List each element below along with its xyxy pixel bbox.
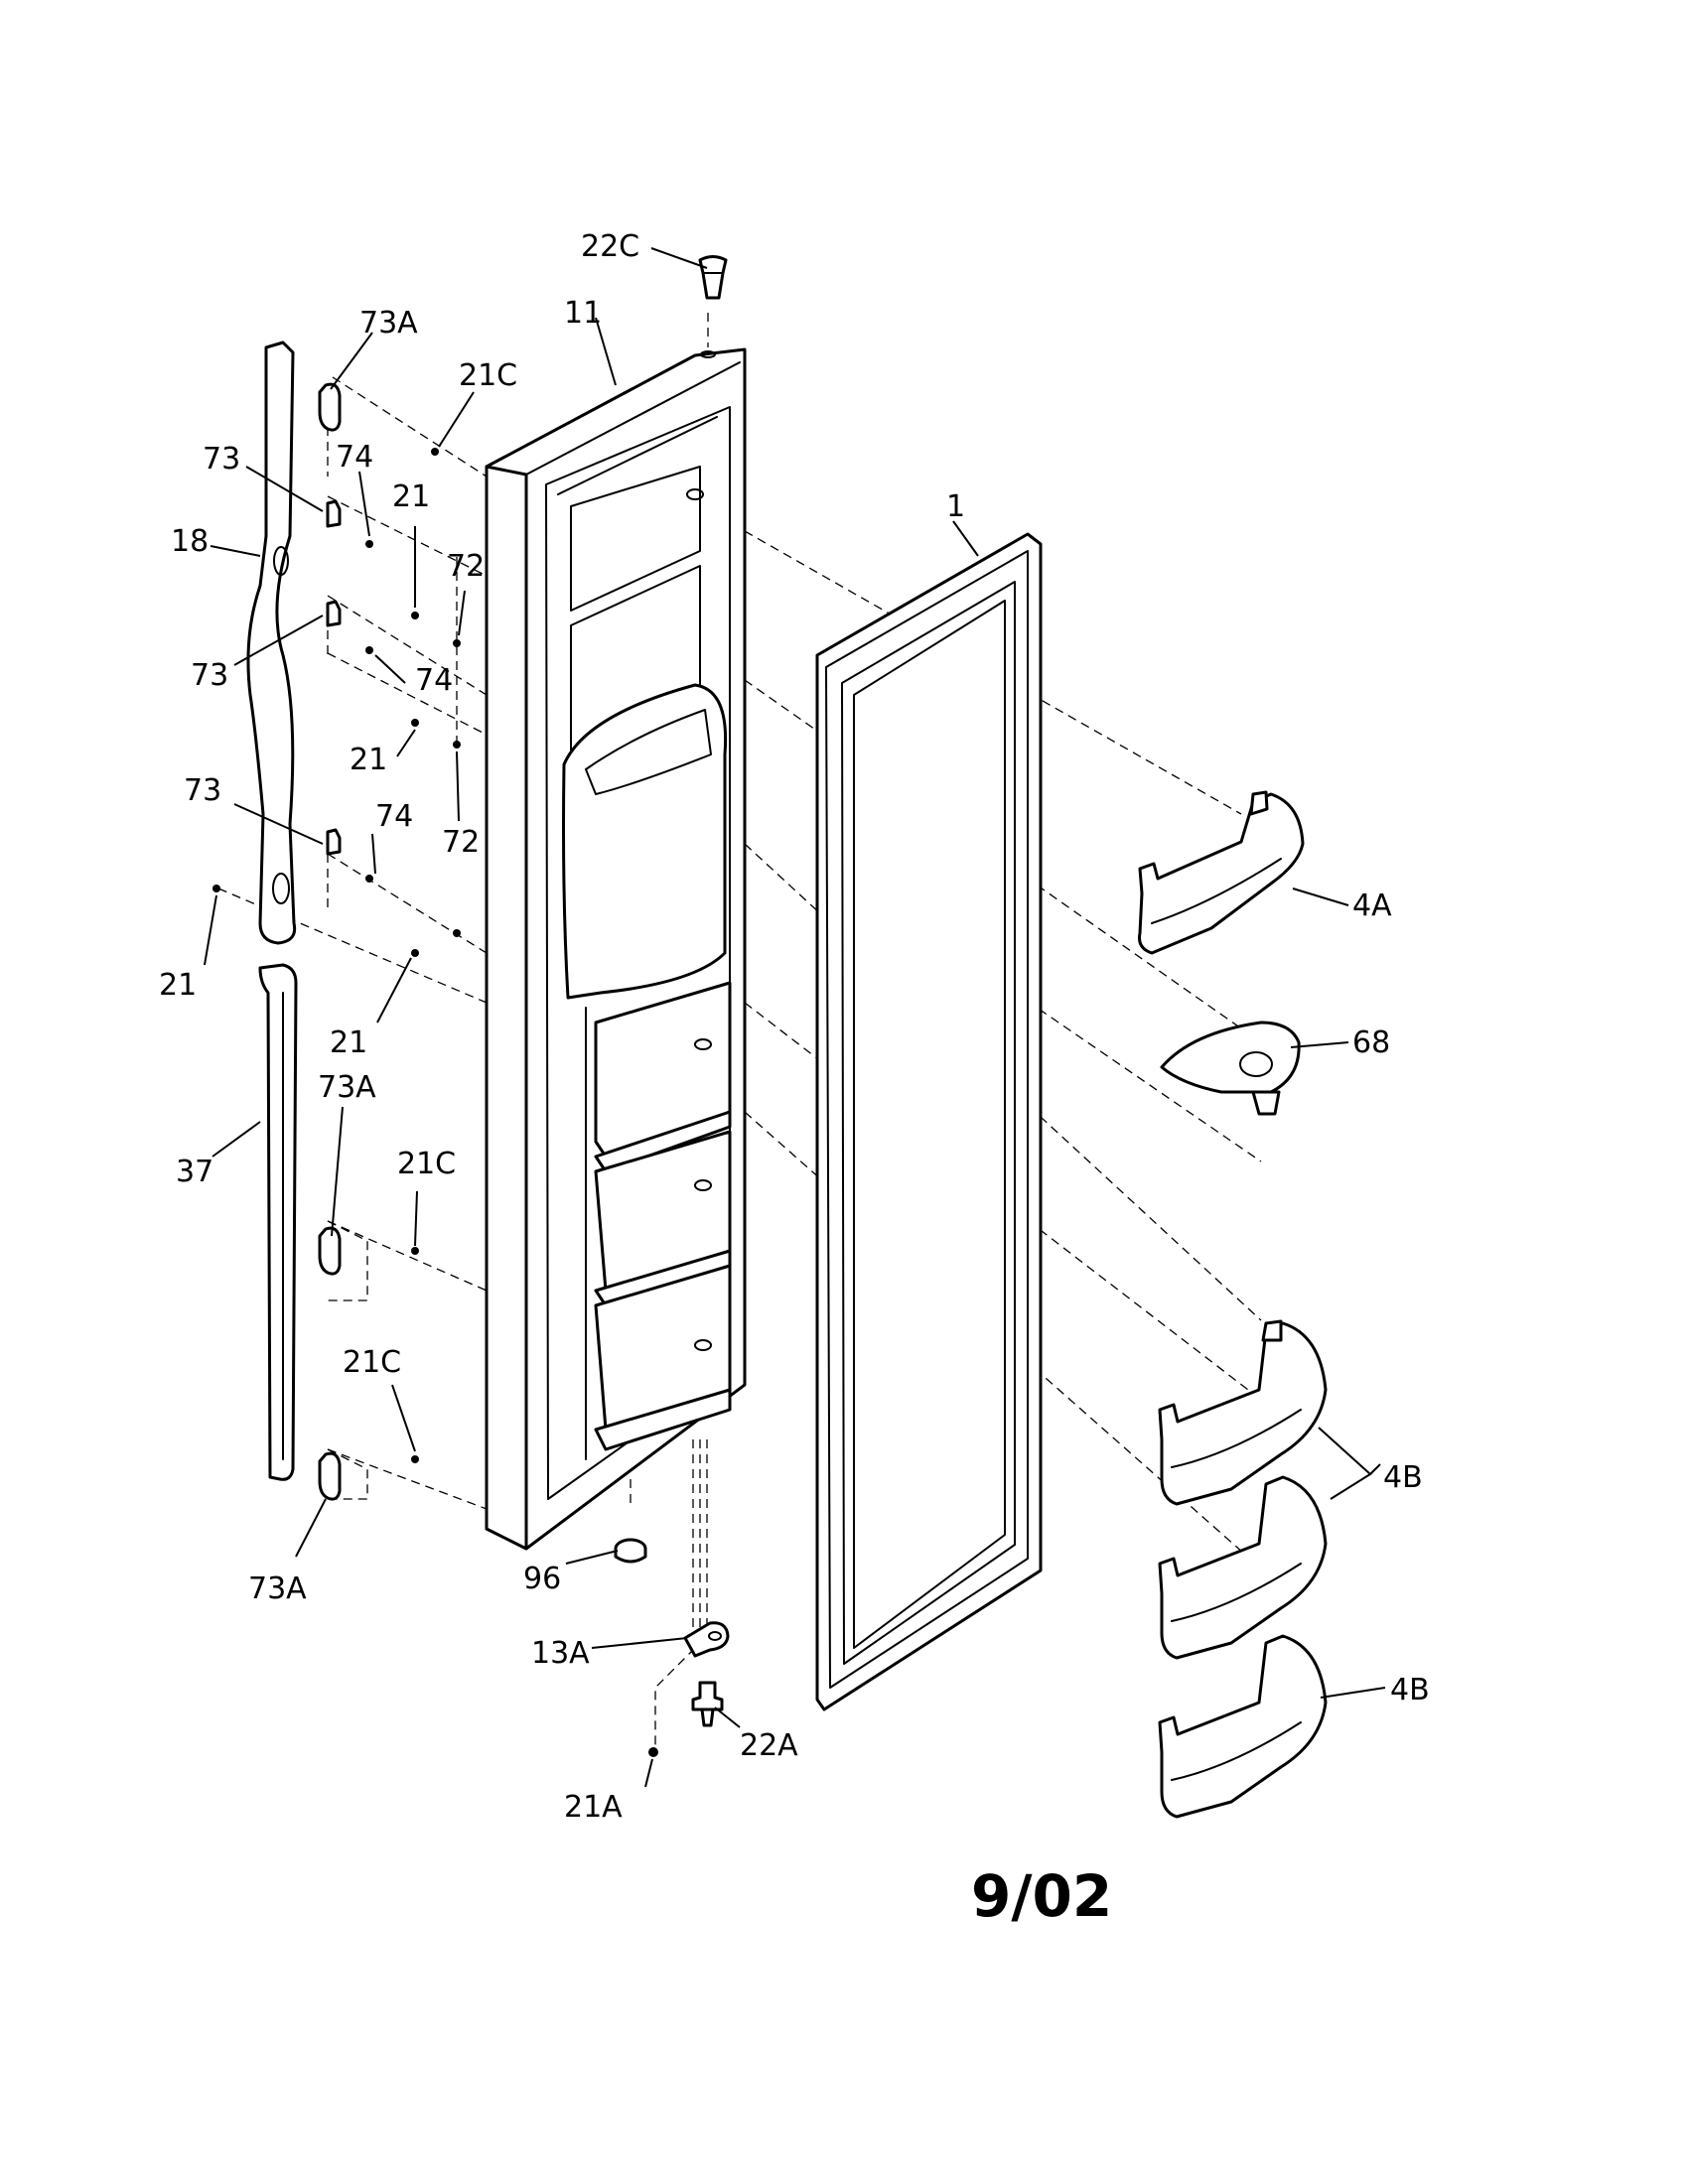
label-22c: 22C <box>581 229 639 264</box>
part-labels: 22C 11 73A 21C 73 74 21 72 18 1 73 74 21… <box>159 229 1430 1825</box>
label-21c-low: 21C <box>343 1345 401 1380</box>
bin-4b-part-2 <box>1158 1475 1328 1660</box>
label-1: 1 <box>946 489 965 524</box>
leader-lines <box>204 247 1386 1788</box>
label-21c-top: 21C <box>459 358 517 393</box>
screws <box>212 448 658 1757</box>
hinge-13a-part <box>683 1621 730 1658</box>
label-21-1: 21 <box>392 479 430 514</box>
door-part <box>485 347 747 1551</box>
label-73-3: 73 <box>184 773 221 808</box>
label-18: 18 <box>171 524 209 559</box>
label-13a: 13A <box>531 1636 590 1671</box>
label-11: 11 <box>564 296 602 331</box>
label-21a: 21A <box>564 1790 623 1825</box>
label-21-3: 21 <box>159 968 197 1003</box>
lower-trim-part <box>258 963 298 1481</box>
label-74-1: 74 <box>336 440 373 475</box>
label-74-2: 74 <box>415 663 453 698</box>
pin-22a-part <box>691 1681 724 1727</box>
label-68: 68 <box>1352 1025 1390 1060</box>
clips <box>318 382 342 1501</box>
date-code: 9/02 <box>971 1862 1112 1930</box>
label-96: 96 <box>523 1562 561 1596</box>
bin-4a-part <box>1138 790 1305 955</box>
label-73a-mid: 73A <box>318 1070 376 1105</box>
cup-68-part <box>1160 1021 1301 1116</box>
label-73a-top: 73A <box>359 306 418 341</box>
label-21c-mid: 21C <box>397 1147 456 1181</box>
bin-4b-part-3 <box>1158 1634 1328 1819</box>
label-4b-1: 4B <box>1383 1460 1423 1495</box>
label-74-3: 74 <box>375 799 413 834</box>
label-4a: 4A <box>1352 888 1392 923</box>
bin-4b-part-1 <box>1158 1319 1328 1506</box>
label-72-2: 72 <box>442 825 480 860</box>
gasket-part <box>815 532 1043 1711</box>
label-73-2: 73 <box>191 658 228 693</box>
label-21-4: 21 <box>330 1025 367 1060</box>
label-21-2: 21 <box>350 743 387 777</box>
label-73-1: 73 <box>203 442 240 477</box>
upper-handle-part <box>246 341 297 945</box>
plug-96-part <box>614 1538 647 1564</box>
cap-part <box>698 255 728 300</box>
label-73a-bot: 73A <box>248 1571 307 1606</box>
label-22a: 22A <box>740 1728 798 1763</box>
label-72-1: 72 <box>447 549 485 584</box>
label-37: 37 <box>176 1155 213 1189</box>
label-4b-2: 4B <box>1390 1673 1430 1707</box>
